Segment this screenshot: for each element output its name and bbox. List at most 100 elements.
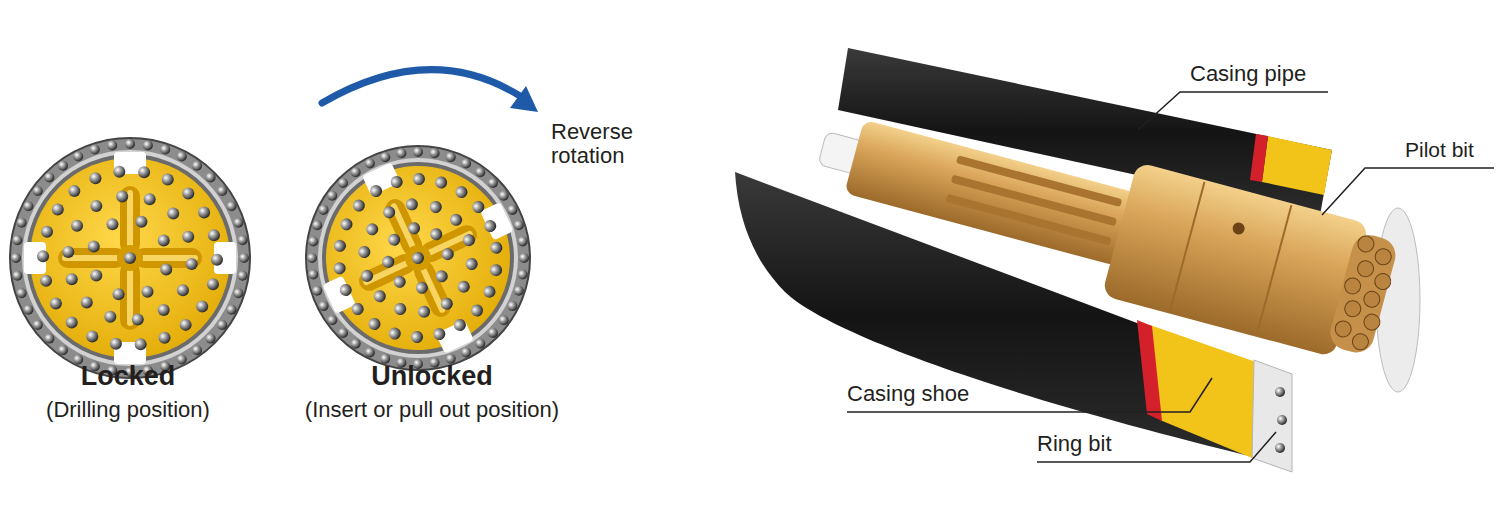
face-button [180, 319, 192, 331]
face-button [454, 184, 470, 200]
head-button [1373, 247, 1393, 267]
face-button [350, 301, 366, 317]
ring-button [233, 288, 243, 298]
face-button [89, 172, 101, 184]
ring-button [475, 167, 485, 177]
head-button [1343, 299, 1363, 319]
ring-button [507, 301, 517, 311]
ring-button [461, 159, 471, 169]
face-button [364, 221, 380, 237]
button [1275, 387, 1285, 397]
ring-button [518, 270, 528, 280]
face-button [381, 204, 397, 220]
shoe-stripe [1137, 320, 1162, 421]
casing-shoe-back [1262, 136, 1332, 195]
face-button [440, 246, 456, 262]
face-button [482, 218, 498, 234]
face-button [409, 329, 425, 345]
face-button [110, 338, 122, 350]
face-button [387, 326, 403, 342]
pilot-face [24, 152, 236, 364]
face-button [470, 199, 486, 215]
head-button [1362, 290, 1382, 310]
ring-button [177, 151, 187, 161]
face-button [332, 260, 348, 276]
rotation-label: Reverse rotation [551, 120, 651, 168]
face-button [135, 216, 147, 228]
face-button [66, 317, 78, 329]
face-button [464, 256, 480, 272]
groove [1257, 205, 1292, 334]
state-title: Unlocked [371, 362, 493, 392]
ring-button [23, 305, 33, 315]
pilot-head [1326, 231, 1399, 356]
ring-button [518, 236, 528, 246]
ring-button [446, 152, 456, 162]
head-button [1356, 234, 1376, 254]
face-button [144, 193, 156, 205]
face-button [162, 174, 174, 186]
ring-button [488, 178, 498, 188]
face-button [448, 212, 464, 228]
ring-button [192, 345, 202, 355]
flush-hole [1231, 221, 1246, 236]
ring-button [206, 334, 216, 344]
face-button [135, 338, 147, 350]
ring-button [143, 140, 153, 150]
face-button [452, 317, 468, 333]
unlocked-bit [288, 128, 548, 388]
face-button [389, 174, 405, 190]
face-button [198, 206, 210, 218]
face-button [481, 284, 497, 300]
ring-button [308, 270, 318, 280]
face-button [439, 296, 455, 312]
face-button [142, 286, 154, 298]
face-button [392, 274, 408, 290]
face-button [211, 254, 223, 266]
ring-button [499, 191, 509, 201]
face-button [50, 298, 62, 310]
ring-button [499, 315, 509, 325]
ring-button [338, 328, 348, 338]
ring-button [488, 328, 498, 338]
face-button [208, 229, 220, 241]
ring-button [33, 320, 43, 330]
ring-button [351, 167, 361, 177]
ring-button [107, 140, 117, 150]
leader-line [1037, 432, 1276, 462]
ring-button [192, 161, 202, 171]
face-button [368, 183, 384, 199]
ring-button [514, 220, 524, 230]
center-hub [401, 241, 436, 276]
face-button [90, 270, 102, 282]
ring-button [338, 178, 348, 188]
face-button [351, 198, 367, 214]
part-label: Pilot bit [1405, 138, 1474, 161]
groove [1170, 182, 1205, 311]
ring-button [312, 220, 322, 230]
face-button [37, 250, 49, 262]
face-button [88, 241, 100, 253]
center-button [124, 252, 136, 264]
head-button [1351, 332, 1371, 352]
face-button [40, 275, 52, 287]
face-button [68, 185, 80, 197]
face-button [411, 171, 427, 187]
ring-button [12, 271, 22, 281]
head-button [1373, 272, 1393, 292]
face [296, 136, 541, 381]
face-button [62, 246, 74, 258]
ring-button [58, 161, 68, 171]
ring-button [238, 271, 248, 281]
face-button [116, 190, 128, 202]
leader-line [1322, 168, 1494, 215]
face-button [177, 284, 189, 296]
ring-button [12, 235, 22, 245]
locked-bit [10, 138, 250, 378]
ring-button [217, 186, 227, 196]
face-button [461, 232, 477, 248]
face-button [66, 273, 78, 285]
ring-button [73, 151, 83, 161]
ring-button [33, 186, 43, 196]
